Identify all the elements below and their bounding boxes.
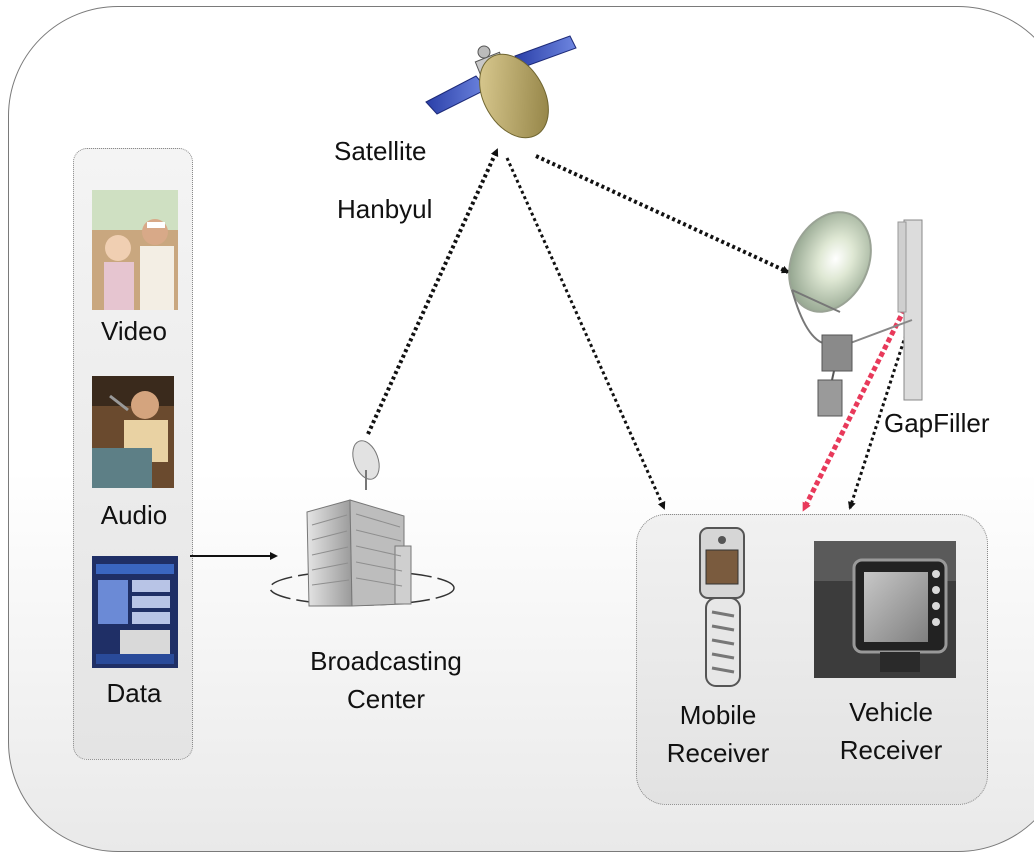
vehicle-receiver-label-line1: Vehicle	[849, 697, 933, 727]
audio-thumbnail-icon	[92, 376, 174, 488]
satellite-name-label: Hanbyul	[337, 194, 433, 224]
gapfiller-to-vehicle-arrow	[848, 311, 915, 510]
broadcasting-center-icon	[269, 440, 455, 607]
data-label: Data	[106, 678, 162, 708]
broadcasting-center-label-line2: Center	[346, 684, 426, 714]
audio-label: Audio	[100, 500, 168, 530]
gapfiller-station-icon	[788, 211, 923, 417]
gapfiller-label: GapFiller	[884, 408, 990, 438]
satellite-icon	[425, 35, 577, 139]
uplink-arrow	[366, 148, 499, 435]
vehicle-tv-icon	[814, 541, 956, 678]
satellite-to-receiver-arrow	[505, 157, 666, 510]
mobile-phone-icon	[699, 527, 745, 687]
satellite-to-gapfiller-arrow	[535, 154, 790, 274]
vehicle-receiver-label-line2: Receiver	[839, 735, 943, 765]
mobile-receiver-label-line1: Mobile	[679, 700, 757, 730]
satellite-label: Satellite	[334, 136, 427, 166]
broadcasting-center-label-line1: Broadcasting	[310, 646, 462, 676]
mobile-receiver-label-line2: Receiver	[666, 738, 770, 768]
video-label: Video	[100, 316, 168, 346]
video-thumbnail-icon	[92, 190, 178, 310]
gapfiller-to-mobile-arrow	[801, 300, 911, 512]
data-thumbnail-icon	[92, 556, 178, 668]
